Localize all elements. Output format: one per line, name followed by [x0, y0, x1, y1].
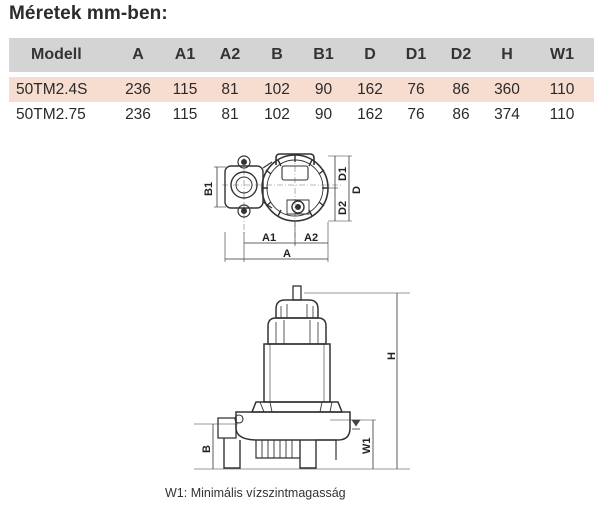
- table-cell: 115: [172, 105, 198, 123]
- label-d2: D2: [337, 201, 349, 215]
- column-header-b1: B1: [301, 38, 346, 72]
- table-cell: 76: [407, 105, 425, 123]
- table-cell: 81: [221, 105, 239, 123]
- page-title: Méretek mm-ben:: [9, 3, 168, 24]
- table-cell: 236: [113, 77, 163, 102]
- column-header-d2: D2: [438, 38, 484, 72]
- column-header-a1: A1: [163, 38, 207, 72]
- label-d1: D1: [337, 167, 349, 181]
- table-row: 50TM2.75 236 115 81 102 90 162 76 86 374…: [9, 102, 594, 127]
- table-cell: 110: [530, 77, 594, 102]
- dimensions-table: Modell A A1 A2 B B1 D D1 D2 H W1 50TM2.4…: [9, 38, 594, 127]
- table-spacer: [9, 72, 594, 77]
- table-cell: 360: [484, 77, 530, 102]
- label-d: D: [351, 186, 363, 194]
- table-cell: 374: [494, 105, 520, 123]
- table-row: 50TM2.4S 236 115 81 102 90 162 76 86 360…: [9, 77, 594, 102]
- label-w1: W1: [361, 438, 373, 455]
- table-cell: 90: [301, 77, 346, 102]
- column-header-w1: W1: [530, 38, 594, 72]
- side-view-drawing: H B W1: [194, 285, 410, 470]
- column-header-h: H: [484, 38, 530, 72]
- table-cell: 86: [438, 77, 484, 102]
- table-cell: 110: [549, 105, 575, 123]
- table-cell: 102: [264, 105, 290, 123]
- label-b: B: [201, 445, 213, 453]
- table-cell: 50TM2.75: [16, 105, 86, 123]
- table-cell: 115: [163, 77, 207, 102]
- column-header-d1: D1: [394, 38, 438, 72]
- column-header-modell: Modell: [9, 38, 113, 72]
- label-a1: A1: [262, 232, 276, 244]
- table-cell: 90: [314, 105, 333, 123]
- column-header-a: A: [113, 38, 163, 72]
- column-header-d: D: [346, 38, 394, 72]
- column-header-a2: A2: [207, 38, 253, 72]
- table-cell: 102: [253, 77, 301, 102]
- table-cell: 76: [394, 77, 438, 102]
- table-cell: 162: [357, 105, 383, 123]
- spacer-cell: [9, 72, 594, 77]
- label-h: H: [386, 352, 398, 360]
- label-b1: B1: [203, 182, 215, 196]
- footnote: W1: Minimális vízszintmagasság: [165, 486, 346, 500]
- table-cell: 81: [207, 77, 253, 102]
- table-cell: 236: [125, 105, 151, 123]
- table-cell: 86: [452, 105, 470, 123]
- label-a: A: [283, 248, 291, 260]
- table-cell: 50TM2.4S: [9, 77, 113, 102]
- label-a2: A2: [304, 232, 318, 244]
- table-header-row: Modell A A1 A2 B B1 D D1 D2 H W1: [9, 38, 594, 72]
- column-header-b: B: [253, 38, 301, 72]
- top-view-drawing: B1 D1 D D2 A1 A2 A: [203, 153, 363, 262]
- table-cell: 162: [346, 77, 394, 102]
